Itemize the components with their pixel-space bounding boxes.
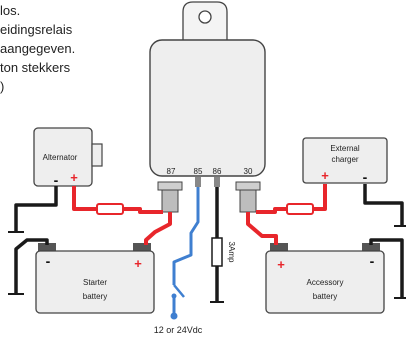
charger-fuse-wire xyxy=(256,207,287,214)
accessory-neg-post xyxy=(362,243,380,251)
coil-fuse-icon xyxy=(211,237,223,267)
header-line-2: eidingsrelais xyxy=(0,22,73,37)
relay: 87 85 86 30 xyxy=(149,1,266,213)
stud-87-nut xyxy=(157,181,183,191)
negative-wires xyxy=(14,184,404,302)
accessory-label-line1: Accessory xyxy=(307,278,344,287)
fuse-icon xyxy=(96,203,124,215)
positive-wires xyxy=(72,184,327,245)
accessory-plus-label: + xyxy=(277,257,285,272)
starter-label-line2: battery xyxy=(83,292,107,301)
spade-86 xyxy=(214,177,220,187)
accessory-battery: + - Accessory battery xyxy=(265,243,385,314)
terminal-86-label: 86 xyxy=(213,167,222,176)
stud-30 xyxy=(239,189,257,213)
accessory-ground-wire xyxy=(369,238,404,298)
spade-85 xyxy=(195,177,201,187)
coil-fuse-label: 3Amp xyxy=(227,242,236,263)
header-line-3: aangegeven. xyxy=(0,41,76,56)
starter-neg-post xyxy=(38,243,56,251)
header-line-5: ) xyxy=(0,79,5,94)
relay-body xyxy=(149,39,266,177)
terminal-87-label: 87 xyxy=(167,167,176,176)
accessory-minus-label: - xyxy=(370,253,375,269)
switch-icon xyxy=(170,284,185,320)
alternator: Alternator - + xyxy=(33,127,103,188)
alternator-ground-wire xyxy=(14,186,58,232)
external-charger: External charger + - xyxy=(302,137,388,185)
mount-hole-icon xyxy=(198,10,212,24)
charger-positive-wire xyxy=(313,184,327,211)
supply-voltage-label: 12 or 24Vdc xyxy=(154,325,203,335)
header-line-1: los. xyxy=(0,3,21,18)
alternator-positive-wire xyxy=(72,186,97,211)
control-wire xyxy=(172,187,200,314)
starter-minus-label: - xyxy=(46,253,51,269)
alternator-fuse-to-relay-wire xyxy=(123,207,163,214)
starter-plus-label: + xyxy=(134,256,142,271)
header-line-4: ton stekkers xyxy=(0,60,71,75)
alternator-label: Alternator xyxy=(43,153,78,162)
starter-positive-wire xyxy=(144,212,172,245)
terminal-85-label: 85 xyxy=(194,167,203,176)
charger-plus-label: + xyxy=(321,168,329,183)
starter-battery: - + Starter battery xyxy=(35,243,155,314)
stud-30-nut xyxy=(235,181,261,191)
accessory-positive-wire xyxy=(246,212,278,245)
accessory-label-line2: battery xyxy=(313,292,337,301)
charger-ground-wire xyxy=(363,184,404,226)
charger-minus-label: - xyxy=(363,169,368,185)
accessory-pos-post xyxy=(270,243,288,251)
terminal-30-label: 30 xyxy=(244,167,253,176)
charger-label-line2: charger xyxy=(331,155,358,164)
fuse-icon xyxy=(286,203,314,215)
starter-pos-post xyxy=(133,243,151,251)
charger-label-line1: External xyxy=(330,144,360,153)
alternator-plus-label: + xyxy=(70,170,78,185)
starter-ground-wire xyxy=(14,238,49,294)
ground-icon xyxy=(8,225,406,303)
starter-label-line1: Starter xyxy=(83,278,107,287)
stud-87 xyxy=(161,189,179,213)
alternator-minus-label: - xyxy=(54,172,59,188)
